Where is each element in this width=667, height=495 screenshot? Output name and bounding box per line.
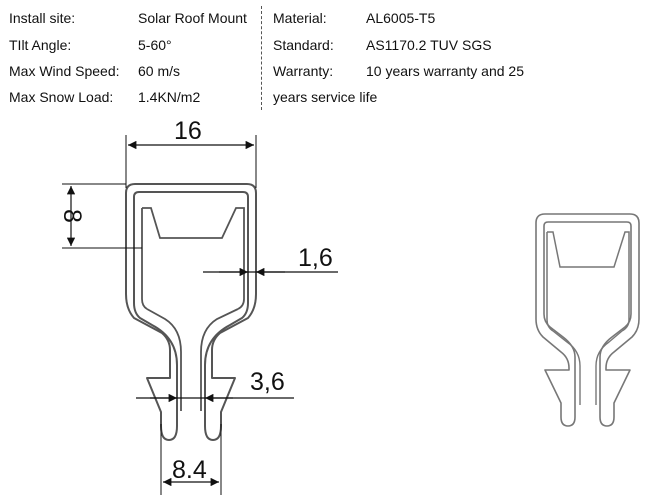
spec-value-material: AL6005-T5	[366, 10, 436, 26]
spec-value-warranty-continuation: years service life	[273, 89, 378, 105]
main-profile-outer-outline	[125, 183, 257, 441]
spec-value-standard: AS1170.2 TUV SGS	[366, 37, 492, 53]
spec-column-divider	[261, 6, 262, 110]
preview-profile-drawing	[535, 213, 640, 427]
spec-label-tilt-angle: TIlt Angle:	[9, 37, 72, 53]
dimension-wall-thickness: 1,6	[203, 244, 338, 277]
dimension-tip-spacing: 3,6	[136, 368, 294, 403]
specification-table: Install site: Solar Roof Mount TIlt Angl…	[0, 0, 667, 112]
spec-value-max-snow-load: 1.4KN/m2	[138, 89, 201, 105]
spec-value-warranty: 10 years warranty and 25	[366, 63, 524, 79]
preview-profile-inner-channel	[546, 231, 630, 332]
spec-label-install-site: Install site:	[9, 10, 76, 26]
dimension-width-label: 16	[174, 117, 202, 145]
main-profile-left-inner-stem	[146, 308, 182, 411]
main-profile-drawing	[125, 183, 257, 441]
main-profile-right-inner-stem	[200, 308, 239, 411]
preview-profile-left-inner-stem	[552, 330, 581, 405]
dimension-bottom-width-label: 8.4	[172, 456, 207, 484]
spec-label-standard: Standard:	[273, 37, 334, 53]
dimension-wall-thickness-label: 1,6	[298, 244, 333, 272]
dimension-width-16: 16	[125, 117, 257, 188]
dimension-height-8: 8	[58, 183, 142, 249]
main-profile-inner-top-channel	[141, 207, 245, 310]
spec-label-max-wind-speed: Max Wind Speed:	[9, 63, 120, 79]
preview-profile-outer-outline	[535, 213, 640, 427]
spec-value-max-wind-speed: 60 m/s	[138, 63, 181, 79]
dimension-height-label: 8	[58, 209, 86, 223]
preview-profile-right-inner-stem	[595, 330, 623, 405]
dimension-bottom-width: 8.4	[160, 424, 222, 495]
spec-label-material: Material:	[273, 10, 327, 26]
spec-label-max-snow-load: Max Snow Load:	[9, 89, 114, 105]
dimension-tip-spacing-label: 3,6	[250, 368, 285, 396]
spec-label-warranty: Warranty:	[273, 63, 334, 79]
spec-value-tilt-angle: 5-60°	[138, 37, 172, 53]
spec-value-install-site: Solar Roof Mount	[138, 10, 247, 26]
